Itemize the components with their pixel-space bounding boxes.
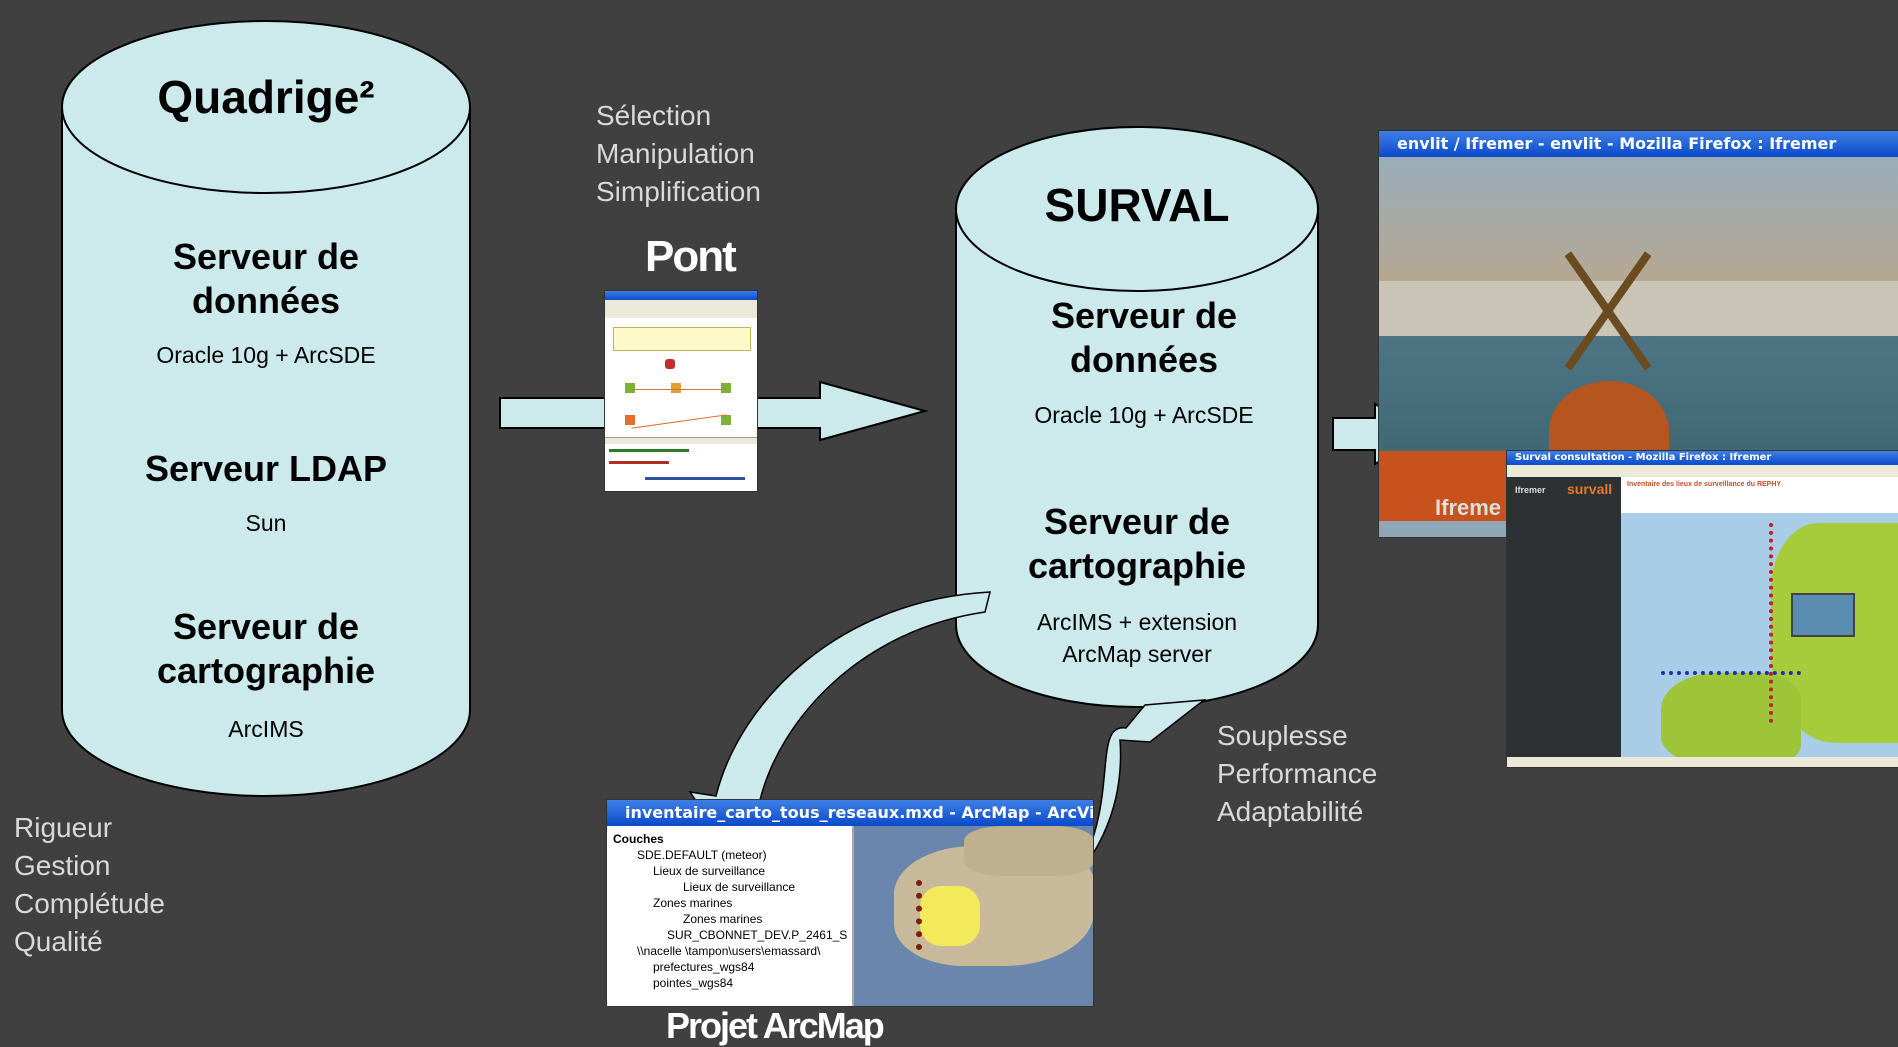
surval-map-server: Serveur de cartographie <box>1027 501 1247 586</box>
arcmap-layer-3: Lieux de surveillance <box>683 880 796 894</box>
surval-web-screenshot: Surval consultation - Mozilla Firefox : … <box>1506 450 1898 768</box>
quadrige-cylinder <box>61 20 471 797</box>
pont-step-2: Manipulation <box>596 138 755 169</box>
pont-screenshot <box>604 290 758 492</box>
quadrige-data-server-sub: Oracle 10g + ArcSDE <box>156 342 376 368</box>
survalweb-logo: survall <box>1567 481 1613 497</box>
arcmap-layer-7: \\nacelle \tampon\users\emassard\ <box>637 944 821 958</box>
arcmap-label: Projet ArcMap <box>666 1005 885 1046</box>
surval-quality-2: Performance <box>1217 758 1378 789</box>
curved-arrow-surval-to-arcmap <box>688 591 991 831</box>
survalweb-map <box>1621 513 1898 757</box>
arcmap-layer-1: SDE.DEFAULT (meteor) <box>637 848 767 862</box>
surval-title: SURVAL <box>1044 179 1230 231</box>
france-highlight <box>920 886 980 946</box>
survalweb-heading: Inventaire des lieux de surveillance du … <box>1627 481 1782 488</box>
surval-data-server-sub: Oracle 10g + ArcSDE <box>1034 402 1254 428</box>
arcmap-layer-2: Lieux de surveillance <box>653 864 766 878</box>
arcmap-layer-9: pointes_wgs84 <box>653 976 734 990</box>
arcmap-layer-0: Couches <box>613 832 664 846</box>
arcmap-map-view <box>854 826 1093 1006</box>
surval-quality-3: Adaptabilité <box>1217 796 1364 827</box>
quadrige-quality-2: Gestion <box>14 850 111 881</box>
pont-step-1: Sélection <box>596 100 712 131</box>
survalweb-window-title: Surval consultation - Mozilla Firefox : … <box>1507 451 1898 465</box>
arcmap-layer-4: Zones marines <box>653 896 733 910</box>
surval-map-server-sub: ArcIMS + extension ArcMap server <box>1036 609 1238 667</box>
quadrige-quality-3: Complétude <box>14 888 165 919</box>
arcmap-layer-tree: Couches SDE.DEFAULT (meteor) Lieux de su… <box>607 826 854 1006</box>
envlit-logo: Ifreme <box>1435 495 1502 520</box>
pont-step-3: Simplification <box>596 176 761 207</box>
pont-label: Pont <box>645 232 737 281</box>
surveillance-points <box>916 880 936 950</box>
quadrige-ldap-server: Serveur LDAP <box>144 448 388 489</box>
survalweb-sidebar: Ifremer survall <box>1507 477 1621 757</box>
quadrige-map-server: Serveur de cartographie <box>156 606 376 691</box>
arcmap-layer-6: SUR_CBONNET_DEV.P_2461_S <box>667 928 848 942</box>
arcmap-layer-8: prefectures_wgs84 <box>653 960 755 974</box>
arcmap-screenshot: inventaire_carto_tous_reseaux.mxd - ArcM… <box>606 799 1094 1007</box>
quadrige-data-server: Serveur de données <box>172 236 360 321</box>
surval-cylinder <box>955 126 1319 708</box>
arcmap-window-title: inventaire_carto_tous_reseaux.mxd - ArcM… <box>607 800 1093 826</box>
surval-data-server: Serveur de données <box>1050 295 1238 380</box>
quadrige-quality-4: Qualité <box>14 926 103 957</box>
arcmap-layer-5: Zones marines <box>683 912 763 926</box>
survalweb-brand: Ifremer <box>1515 485 1546 495</box>
quadrige-ldap-server-sub: Sun <box>245 510 287 536</box>
quadrige-map-server-sub: ArcIMS <box>228 716 304 742</box>
quadrige-title: Quadrige² <box>157 71 375 123</box>
arrow-quadrige-to-pont <box>499 397 609 429</box>
surval-quality-1: Souplesse <box>1217 720 1348 751</box>
quadrige-quality-1: Rigueur <box>14 812 113 843</box>
arrow-pont-to-surval <box>755 380 929 442</box>
envlit-window-title: envlit / Ifremer - envlit - Mozilla Fire… <box>1379 131 1898 157</box>
